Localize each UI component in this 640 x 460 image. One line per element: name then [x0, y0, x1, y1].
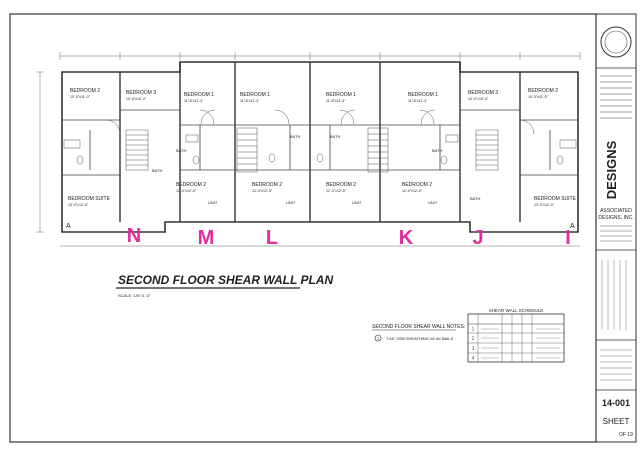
room-dim: 11'-8"x11'-4" — [326, 99, 346, 103]
sheet-of: OF 19 — [619, 432, 633, 438]
sheet-number: 14-001 — [602, 398, 630, 408]
room-dim: 12'-0"x12'-0" — [402, 189, 423, 193]
party-walls — [119, 62, 521, 222]
seal-stamp — [600, 26, 632, 58]
unit-label: UNIT — [428, 200, 438, 205]
bath-label: BATH — [290, 134, 300, 139]
bath-fixtures — [63, 134, 577, 165]
grid-mark-a: A — [66, 223, 71, 230]
schedule-row-id: 3 — [472, 346, 475, 351]
room-label: BEDROOM 3 — [468, 90, 498, 96]
room-dim: 11'-8"x11'-4" — [408, 99, 428, 103]
room-label: BEDROOM 2 — [528, 88, 558, 94]
room-dim: 12'-0"x12'-0" — [326, 189, 347, 193]
room-label: BEDROOM 1 — [184, 92, 214, 98]
room-dim: 10'-0"x11'-0" — [70, 95, 91, 99]
room-label: BEDROOM 2 — [176, 182, 206, 188]
unit-label: UNIT — [352, 200, 362, 205]
logo-text: DESIGNS — [604, 140, 619, 199]
room-dim: 12'-0"x12'-0" — [252, 189, 273, 193]
room-label: BEDROOM 1 — [326, 92, 356, 98]
schedule-row-id: 1 — [472, 327, 475, 332]
unit-letter-k: K — [399, 227, 414, 249]
room-label: BEDROOM 3 — [126, 90, 156, 96]
building-outline — [61, 61, 579, 233]
unit-letter-l: L — [266, 227, 278, 249]
room-label: BEDROOM SUITE — [534, 196, 577, 202]
company-line-1: ASSOCIATED — [600, 208, 632, 214]
room-label: BEDROOM 2 — [402, 182, 432, 188]
room-dim: 10'-0"x10'-4" — [126, 97, 147, 101]
grid-mark-a: A — [570, 223, 575, 230]
plan-title: SECOND FLOOR SHEAR WALL PLAN — [118, 273, 333, 287]
door-swings — [105, 109, 535, 135]
logo-lines — [600, 75, 632, 119]
bath-label: BATH — [152, 168, 162, 173]
unit-letter-j: J — [472, 227, 483, 249]
room-label: BEDROOM 2 — [252, 182, 282, 188]
schedule-row-id: 2 — [472, 336, 475, 341]
note-1: 7/16" OSB SHEATHING W/ 8d NAILS — [386, 336, 453, 341]
room-dim: 13'-0"x12'-0" — [534, 203, 555, 207]
unit-letter-m: M — [198, 227, 215, 249]
room-label: BEDROOM 1 — [240, 92, 270, 98]
plan-scale: SCALE: 1/8"=1'-0" — [118, 293, 151, 298]
sheet-label: SHEET — [603, 417, 630, 426]
bath-label: BATH — [330, 134, 340, 139]
stairs — [125, 127, 499, 173]
note-marker-number: 1 — [377, 336, 380, 341]
room-labels: BEDROOM 2 10'-0"x11'-0" BEDROOM 3 10'-0"… — [68, 88, 577, 207]
title-block — [595, 13, 637, 443]
shear-wall-schedule: SHEAR WALL SCHEDULE 1 2 3 4 — [467, 308, 565, 363]
unit-letters: N M L K J I — [127, 225, 571, 249]
room-dim: 11'-8"x11'-4" — [240, 99, 260, 103]
room-dim: 13'-0"x12'-0" — [68, 203, 89, 207]
note-marker — [374, 334, 382, 342]
room-dim: 10'-0"x11'-0" — [528, 95, 549, 99]
unit-labels: UNIT UNIT UNIT UNIT A A — [66, 200, 575, 230]
bath-label: BATH — [432, 148, 442, 153]
bath-label: BATH — [470, 196, 480, 201]
schedule-row-id: 4 — [472, 356, 475, 361]
interior-walls — [62, 109, 578, 176]
unit-letter-n: N — [127, 225, 141, 247]
room-label: BEDROOM SUITE — [68, 196, 111, 202]
room-label: BEDROOM 1 — [408, 92, 438, 98]
room-dim: 12'-0"x12'-0" — [176, 189, 197, 193]
bath-labels: BATH BATH BATH BATH BATH BATH — [152, 134, 480, 201]
notes-title: SECOND FLOOR SHEAR WALL NOTES: — [372, 324, 465, 330]
room-label: BEDROOM 2 — [326, 182, 356, 188]
unit-label: UNIT — [208, 200, 218, 205]
schedule-title: SHEAR WALL SCHEDULE — [489, 308, 543, 313]
room-label: BEDROOM 2 — [70, 88, 100, 94]
sheet-border — [9, 13, 597, 443]
bath-label: BATH — [176, 148, 186, 153]
dimension-lines — [36, 52, 581, 247]
room-dim: 10'-0"x10'-4" — [468, 97, 489, 101]
unit-letter-i: I — [565, 227, 571, 249]
unit-label: UNIT — [286, 200, 296, 205]
room-dim: 11'-8"x11'-4" — [184, 99, 204, 103]
company-line-2: DESIGNS, INC. — [598, 215, 633, 221]
